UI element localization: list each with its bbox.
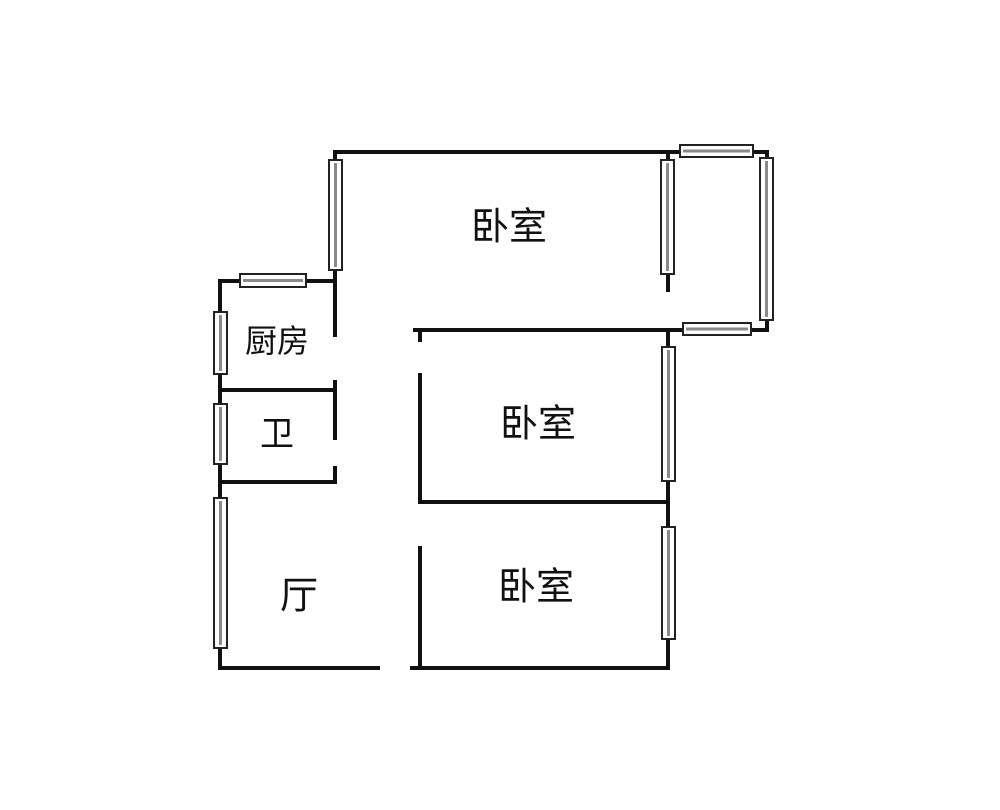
window bbox=[239, 273, 307, 288]
window bbox=[661, 526, 676, 640]
window bbox=[213, 403, 228, 465]
window bbox=[328, 159, 343, 271]
window bbox=[679, 144, 754, 158]
window bbox=[661, 346, 676, 482]
window bbox=[660, 159, 675, 275]
room-label-kitchen: 厨房 bbox=[245, 322, 309, 360]
window bbox=[213, 311, 228, 375]
room-label-bedroom-bottom: 卧室 bbox=[498, 565, 574, 609]
windows bbox=[213, 144, 774, 649]
window bbox=[682, 322, 752, 336]
room-label-bedroom-middle: 卧室 bbox=[500, 402, 576, 446]
window bbox=[759, 157, 774, 321]
room-label-living-room: 厅 bbox=[280, 574, 318, 618]
room-label-bathroom: 卫 bbox=[260, 415, 294, 455]
room-labels: 卧室 厨房 卫 卧室 卧室 厅 bbox=[245, 205, 576, 618]
room-label-bedroom-top: 卧室 bbox=[471, 205, 547, 249]
window bbox=[213, 497, 228, 649]
